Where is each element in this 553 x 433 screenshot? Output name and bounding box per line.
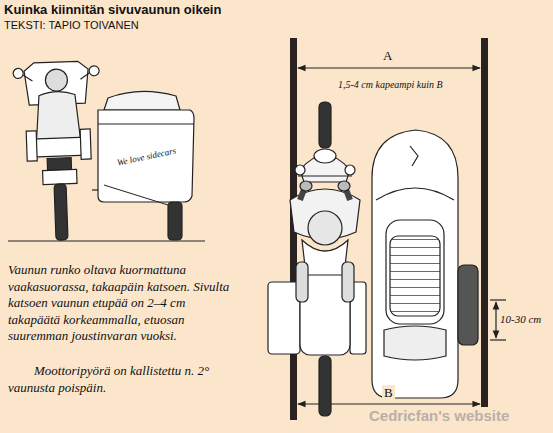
body-text: Moottoripyörä on kallistettu n. 2° vaunu… <box>8 363 230 396</box>
motorcycle-rear <box>13 61 105 242</box>
dimension-label: 10-30 cm <box>500 313 541 325</box>
top-view <box>268 38 506 420</box>
rear-view <box>8 61 205 242</box>
watermark: Cedricfan's website <box>367 407 511 424</box>
motorcycle-top <box>268 102 366 416</box>
sidecar-rear <box>92 91 194 240</box>
sidecar-top <box>372 130 478 398</box>
dimension-a <box>298 67 480 68</box>
reference-board <box>481 38 488 420</box>
ground-line <box>8 241 205 242</box>
body-text: Vaunun runko oltava kuormattuna vaakasuo… <box>8 262 230 345</box>
page-title: Kuinka kiinnitän sivuvaunun oikein <box>4 2 221 17</box>
dimension-label: B <box>382 385 395 401</box>
dimension-note: 1,5-4 cm kapeampi kuin B <box>336 79 445 90</box>
dimension-label: A <box>381 48 394 64</box>
byline: TEKSTI: TAPIO TOIVANEN <box>4 19 139 31</box>
